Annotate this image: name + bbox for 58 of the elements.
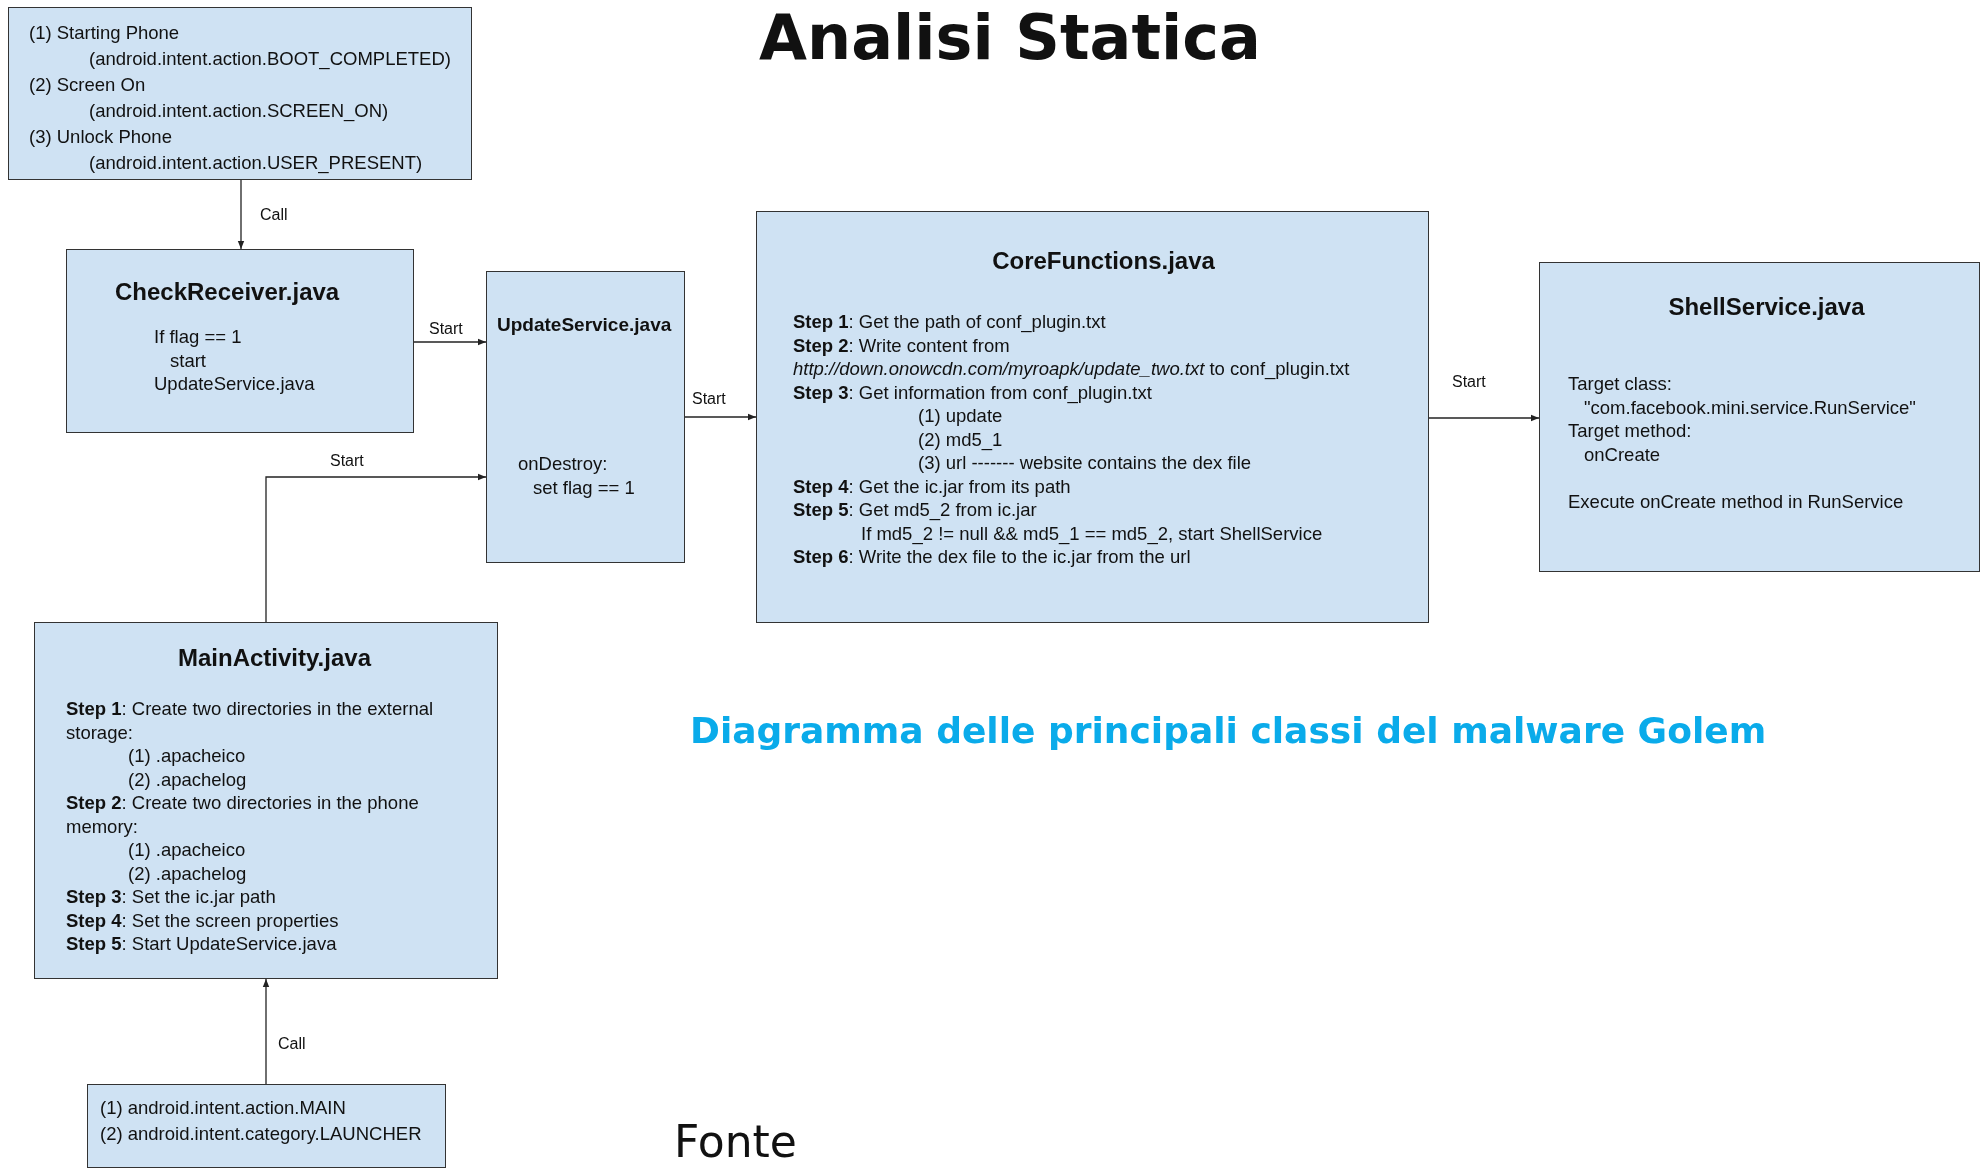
class-box (1539, 262, 1980, 572)
class-name-heading: ShellService.java (1667, 292, 1866, 322)
slide-title: Analisi Statica (758, 0, 1262, 76)
box-text: Step 1: Get the path of conf_plugin.txt (793, 310, 1106, 334)
box-text: onCreate (1584, 442, 1661, 466)
class-box (66, 249, 414, 433)
arrow (684, 413, 757, 421)
box-text: Step 1: Create two directories in the external storage: (66, 697, 435, 744)
box-text: (android.intent.action.SCREEN_ON) (89, 99, 389, 124)
box-text: (1) android.intent.action.MAIN (100, 1096, 346, 1120)
class-name-heading: UpdateService.java (497, 313, 672, 337)
arrow (237, 179, 245, 250)
class-box (486, 271, 685, 563)
box-text: Step 3: Get information from conf_plugin.txt (793, 380, 1152, 404)
box-text: Target class: (1568, 372, 1672, 396)
box-text: UpdateService.java (154, 372, 315, 396)
class-name-heading: CheckReceiver.java (115, 277, 340, 307)
arrow (413, 338, 487, 346)
box-text: (1) .apacheico (128, 838, 246, 862)
box-text: (2) md5_1 (918, 427, 1003, 451)
box-text: (1) Starting Phone (29, 21, 180, 45)
box-text: Step 2: Write content from http://down.onowcdn.com/myroapk/update_two.txt to conf_plugin.txt (793, 333, 1351, 381)
box-text: (2) .apachelog (128, 861, 247, 885)
box-text: (2) android.intent.category.LAUNCHER (100, 1122, 422, 1146)
box-text: (2) Screen On (29, 73, 146, 97)
box-text: Step 3: Set the ic.jar path (66, 885, 276, 909)
box-text: (android.intent.action.BOOT_COMPLETED) (89, 47, 451, 72)
box-text: Step 6: Write the dex file to the ic.jar from the url (793, 545, 1191, 569)
arrow (265, 473, 487, 623)
class-box (756, 211, 1429, 623)
box-text: If md5_2 != null && md5_1 == md5_2, start ShellService (861, 521, 1323, 545)
box-text: Step 2: Create two directories in the phone memory: (66, 791, 420, 838)
class-box (8, 7, 472, 180)
box-text: "com.facebook.mini.service.RunService" (1584, 395, 1916, 419)
class-name-heading: CoreFunctions.java (991, 246, 1216, 276)
box-text: Target method: (1568, 419, 1692, 443)
note-text: Fonte (674, 1116, 797, 1167)
class-box (87, 1084, 446, 1168)
box-text: (3) Unlock Phone (29, 125, 172, 149)
box-text: (1) .apacheico (128, 744, 246, 768)
arrow (262, 978, 270, 1085)
class-name-heading: MainActivity.java (177, 643, 373, 673)
caption: Diagramma delle principali classi del malware Golem (690, 710, 1767, 751)
box-text: Step 4: Set the screen properties (66, 908, 339, 932)
box-text: Step 4: Get the ic.jar from its path (793, 474, 1071, 498)
box-text: If flag == 1 (154, 325, 242, 349)
arrow (1428, 414, 1540, 422)
box-text: (android.intent.action.USER_PRESENT) (89, 151, 423, 176)
class-box (34, 622, 498, 979)
box-text: onDestroy: (518, 452, 608, 476)
box-text: Step 5: Start UpdateService.java (66, 932, 337, 956)
box-text: (2) .apachelog (128, 767, 247, 791)
box-text: start (170, 348, 206, 372)
box-text: Step 5: Get md5_2 from ic.jar (793, 498, 1037, 522)
box-text: (3) url ------- website contains the dex file (918, 451, 1252, 475)
box-text: (1) update (918, 404, 1003, 428)
box-text: set flag == 1 (533, 475, 635, 499)
box-text: Execute onCreate method in RunService (1568, 489, 1904, 513)
